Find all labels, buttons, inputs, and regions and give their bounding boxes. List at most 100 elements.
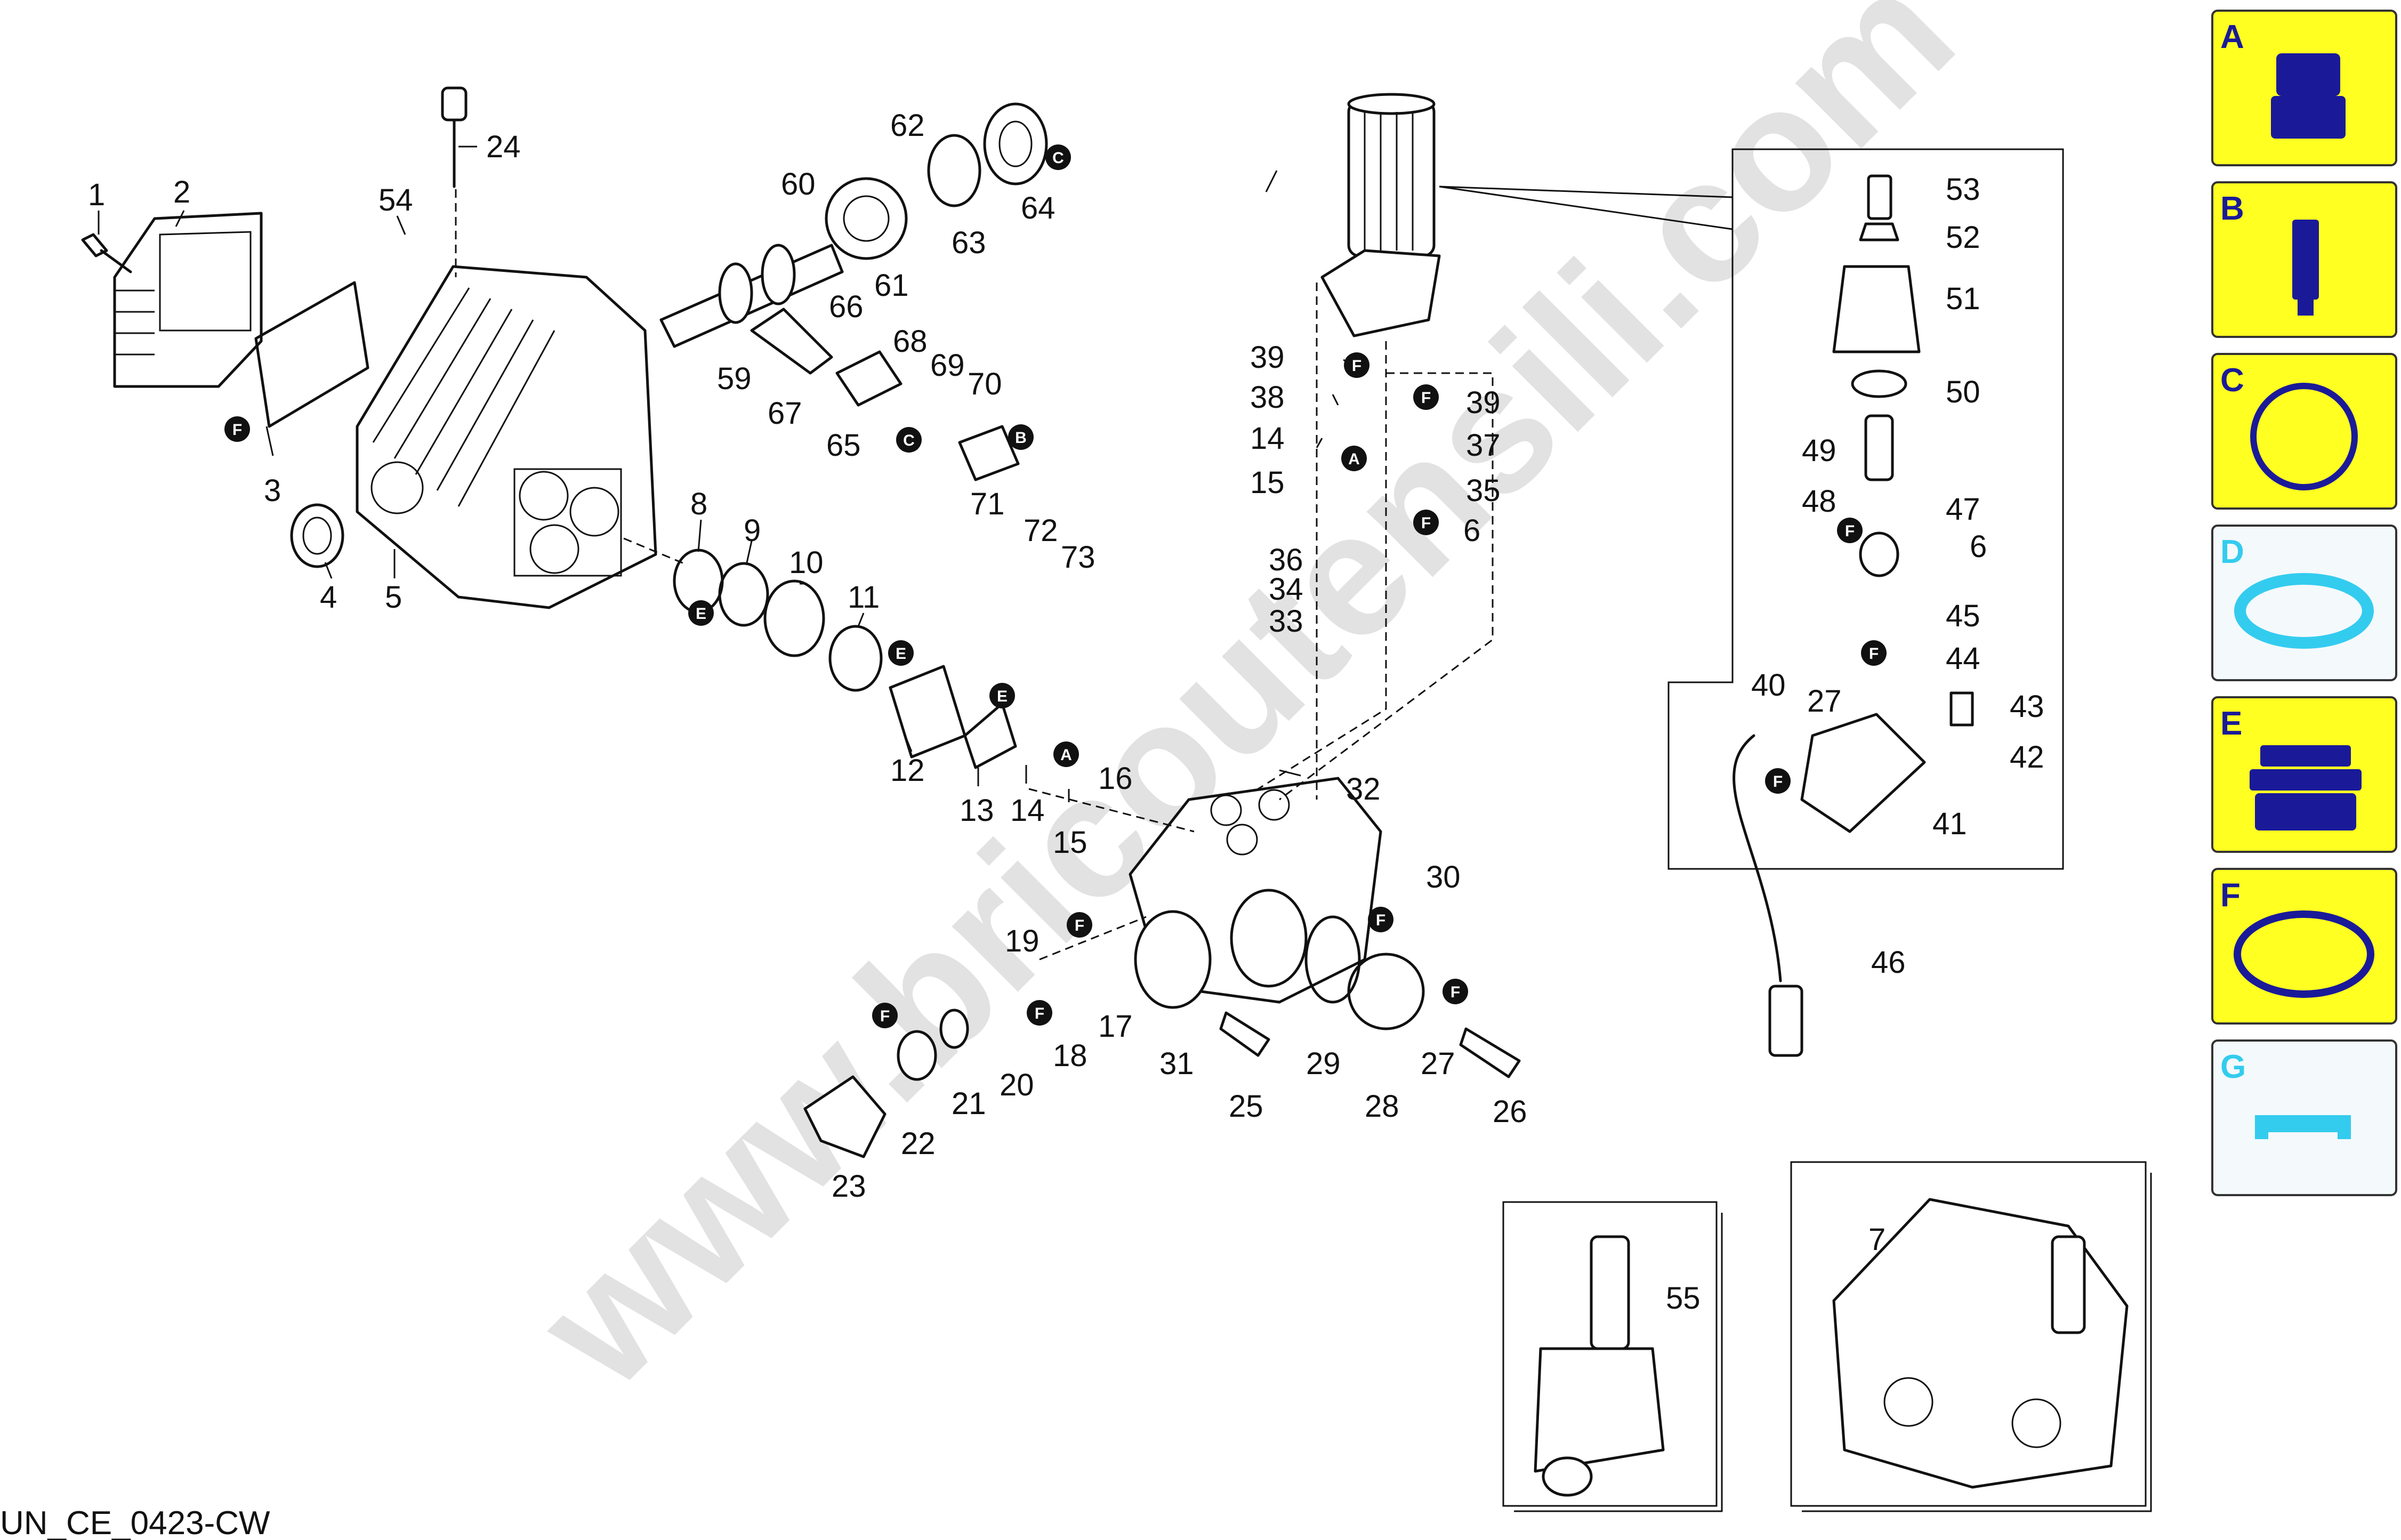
label-41: 41 [1932,807,1967,841]
label-29: 29 [1306,1046,1341,1081]
label-47: 47 [1946,492,1980,527]
part-label: 7 [1868,1222,1886,1257]
label-26: 26 [1493,1094,1527,1129]
cover-screw [81,233,132,273]
part-label: 22 [901,1126,936,1161]
label-69: 69 [930,348,965,383]
part-label: 18 [1053,1038,1087,1073]
part-label: 21 [952,1086,986,1121]
unloader-components [1800,174,1974,833]
legend-card-g[interactable]: G [2211,1039,2397,1196]
badge-e: E [888,640,914,666]
part-label: 20 [1000,1068,1034,1102]
badge-f: F [1837,518,1863,543]
legend-card-f[interactable]: F [2211,868,2397,1025]
label-66: 66 [829,289,864,324]
legend-card-a[interactable]: A [2211,10,2397,166]
label-51: 51 [1946,281,1980,316]
svg-text:C: C [903,432,915,449]
leader-lines [98,146,1349,802]
svg-text:F: F [1773,773,1783,791]
svg-text:F: F [1376,912,1385,929]
gasket-icon [2250,383,2358,490]
complete-pump-inset [1790,1161,2152,1512]
unloader-valve [1320,93,1441,337]
inlet-fitting [803,1009,969,1158]
label-59: 59 [717,361,752,396]
label-31: 31 [1159,1046,1194,1081]
part-label: 16 [1098,761,1133,796]
label-46: 46 [1871,945,1906,980]
bearing-bushing [290,503,344,568]
dipstick [441,86,468,188]
badge-c: C [1045,144,1071,170]
badge-a: A [1341,446,1367,471]
nozzle-icon [2271,53,2346,139]
part-label: 6 [1970,529,1987,564]
label-24: 24 [486,130,521,164]
unloader-detail-box [1439,148,2064,870]
svg-text:F: F [1352,357,1361,375]
plunger-guide [835,350,903,407]
label-33: 33 [1269,604,1303,639]
svg-text:F: F [1421,514,1431,532]
label-62: 62 [890,108,925,143]
part-label: 3 [264,473,281,508]
label-22: 22 [901,1126,936,1161]
badge-c: C [896,427,922,453]
label-23: 23 [832,1169,866,1204]
label-38: 38 [1250,380,1285,415]
crankshaft [659,244,844,348]
plunger [958,425,1020,481]
legend-card-c[interactable]: C [2211,353,2397,510]
label-40: 40 [1751,668,1786,703]
label-55: 55 [1666,1281,1701,1316]
label-42: 42 [2010,740,2044,775]
piston-icon [2292,220,2319,316]
label-52: 52 [1946,220,1980,255]
badge-f: F [1344,352,1369,378]
svg-text:F: F [1421,389,1431,407]
assembly-lines [455,189,1494,961]
part-label: 5 [385,580,402,615]
legend-card-b[interactable]: B [2211,181,2397,338]
snap-ring [927,134,981,207]
label-43: 43 [2010,689,2044,724]
label-70: 70 [968,367,1002,401]
svg-text:F: F [1869,645,1879,663]
svg-text:F: F [1035,1005,1044,1022]
seal-icon [2234,573,2374,649]
badge-a: A [1053,741,1079,767]
badge-f: F [872,1003,898,1028]
label-39a: 39 [1250,340,1285,375]
part-label: 15 [1053,825,1087,860]
legend-card-e[interactable]: E [2211,696,2397,853]
label-48: 48 [1802,484,1836,519]
label-73: 73 [1061,540,1095,575]
part-label: 10 [789,545,824,580]
part-label: 11 [848,580,880,615]
svg-text:D: D [2220,534,2244,570]
svg-text:B: B [2220,190,2244,227]
label-28: 28 [1365,1089,1399,1124]
label-54: 54 [378,183,413,217]
badge-f: F [1067,912,1092,938]
part-label: 1 [88,178,105,212]
svg-text:F: F [232,421,242,439]
label-65: 65 [826,428,861,463]
label-30: 30 [1426,860,1461,894]
label-68: 68 [893,324,928,359]
label-50: 50 [1946,375,1980,409]
shim-icon [2255,1115,2351,1139]
label-49: 49 [1802,433,1836,468]
crankcase-cover [113,212,263,388]
label-27a: 27 [1421,1046,1455,1081]
packing-icon [2250,745,2362,831]
part-label: 14 [1010,793,1045,828]
label-45: 45 [1946,599,1980,633]
label-39b: 39 [1466,385,1501,420]
connecting-rod [750,308,833,375]
part-label: 13 [960,793,994,828]
legend-card-d[interactable]: D [2211,525,2397,681]
badge-f: F [1027,1000,1052,1026]
